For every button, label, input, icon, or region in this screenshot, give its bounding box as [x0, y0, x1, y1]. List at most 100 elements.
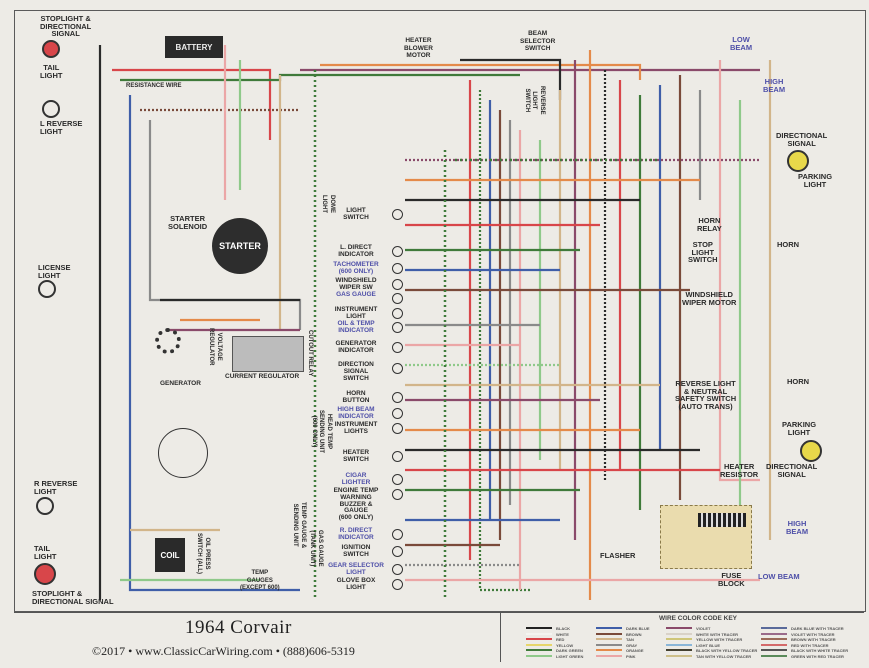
label-voltage-regulator: VOLTAGE REGULATOR — [208, 328, 223, 366]
wire-key-swatch — [596, 627, 622, 629]
label-horn-top: HORN — [777, 240, 800, 249]
dash-item-icon — [392, 322, 403, 333]
distributor-icon — [158, 428, 208, 478]
label-low-beam-bottom: LOW BEAM — [758, 572, 800, 581]
wire-key-swatch — [761, 649, 787, 651]
wire-key-swatch — [666, 654, 692, 657]
label-stoplight-bottom: STOPLIGHT & DIRECTIONAL SIGNAL — [32, 589, 114, 606]
label-directional-bottom: DIRECTIONAL SIGNAL — [766, 462, 818, 479]
wire — [112, 68, 272, 140]
wire-key-label: LIGHT GREEN — [556, 653, 584, 659]
wire-key-swatch — [596, 649, 622, 651]
label-parking-bottom: PARKING LIGHT — [782, 420, 817, 437]
dash-item-icon — [392, 489, 403, 500]
wire — [460, 58, 562, 100]
label-low-beam-top: LOW BEAM — [730, 35, 753, 52]
wire-key-label: WHITE — [556, 631, 569, 637]
wire-key-label: DARK GREEN — [556, 648, 583, 653]
dash-item-label: WINDSHIELD WIPER SW — [335, 277, 377, 291]
wire — [128, 95, 300, 592]
dash-item-icon — [392, 209, 403, 220]
dash-item-label: IGNITION SWITCH — [341, 544, 371, 558]
dash-item-label: TACHOMETER (600 ONLY) — [333, 261, 379, 275]
dash-item-label: HORN BUTTON — [342, 390, 370, 404]
wire — [320, 63, 642, 80]
wire-key-label: ORANGE — [626, 648, 644, 653]
label-l-reverse: L REVERSE LIGHT — [40, 119, 83, 136]
label-temp-gauges: TEMP GAUGES (EXCEPT 600) — [240, 570, 280, 591]
wire-key-label: DARK BLUE WITH TRACER — [791, 626, 844, 631]
wire-key-label: BLACK — [556, 626, 570, 631]
dash-item-icon — [392, 363, 403, 374]
parking-light-icon — [787, 150, 809, 172]
label-heater-resistor: HEATER RESISTOR — [720, 462, 759, 479]
dash-item-icon — [392, 423, 403, 434]
battery: BATTERY — [165, 36, 223, 58]
wire-key-swatch — [666, 649, 692, 651]
wire-key-swatch — [596, 643, 622, 646]
wire-key-swatch — [526, 638, 552, 640]
wire-key-swatch — [761, 638, 787, 640]
wire-key-swatch — [596, 638, 622, 640]
dash-item-label: L. DIRECT INDICATOR — [338, 244, 374, 258]
wire-key-label: DARK BLUE — [626, 626, 650, 631]
wire-key-label: YELLOW — [556, 642, 574, 648]
wire-key-swatch — [761, 643, 787, 646]
label-temp-gauge-sending: TEMP GAUGE & SENDING UNIT — [292, 502, 307, 549]
wire-key-label: TAN WITH YELLOW TRACER — [696, 653, 752, 659]
dash-item-label: LIGHT SWITCH — [343, 207, 369, 221]
label-reverse-switch: REVERSE LIGHT SWITCH — [524, 86, 545, 115]
label-flasher: FLASHER — [600, 551, 636, 560]
label-cutout-relay: CUTOUT RELAY — [307, 330, 313, 377]
footer — [14, 612, 864, 665]
label-directional-top: DIRECTIONAL SIGNAL — [776, 131, 828, 148]
label-wiper-motor: WINDSHIELD WIPER MOTOR — [682, 290, 737, 307]
wire-key-swatch — [596, 632, 622, 635]
generator-icon — [155, 328, 181, 354]
wire-key-swatch — [666, 632, 692, 635]
wire-key-swatch — [596, 654, 622, 657]
wire-key-label: BLACK WITH WHITE TRACER — [791, 648, 849, 653]
wire-key-label: PINK — [626, 653, 636, 659]
label-generator: GENERATOR — [160, 380, 201, 387]
dash-item-label: HEATER SWITCH — [342, 449, 370, 463]
wire-key-label: BROWN WITH TRACER — [791, 637, 836, 642]
wire-key-label: BROWN — [626, 631, 642, 637]
dash-item-icon — [392, 293, 403, 304]
wire-key-label: GRAY — [626, 642, 638, 648]
dash-item-icon — [392, 408, 403, 419]
dash-item-label: INSTRUMENT LIGHT — [334, 306, 378, 320]
ignition-coil: COIL — [155, 538, 185, 572]
wire — [120, 73, 520, 82]
label-heater-blower: HEATER BLOWER MOTOR — [404, 37, 433, 59]
wire-key-label: VIOLET WITH TRACER — [791, 631, 835, 637]
wire-harness-dotted — [313, 70, 660, 600]
wire-key-label: RED WITH TRACER — [791, 642, 829, 648]
label-tail-light-bottom: TAIL LIGHT — [34, 544, 57, 561]
dash-item-icon — [392, 564, 403, 575]
dash-item-icon — [392, 451, 403, 462]
dash-item-label: GENERATOR INDICATOR — [335, 340, 377, 354]
copyright-line: ©2017 • www.ClassicCarWiring.com • (888)… — [92, 644, 355, 658]
label-high-beam-top: HIGH BEAM — [763, 77, 786, 94]
wire-key-swatch — [761, 654, 787, 657]
label-resistance-wire: RESISTANCE WIRE — [126, 83, 182, 89]
tail-light-icon — [34, 563, 56, 585]
reverse-light-icon — [36, 497, 54, 515]
label-horn-relay: HORN RELAY — [697, 216, 722, 233]
dash-item-icon — [392, 263, 403, 274]
wire-key-swatch — [666, 638, 692, 640]
dash-item-label: OIL & TEMP INDICATOR — [337, 320, 375, 334]
dash-item-label: HIGH BEAM INDICATOR — [337, 406, 375, 420]
wire-key-swatch — [526, 649, 552, 651]
wire — [478, 90, 530, 592]
label-current-regulator: CURRENT REGULATOR — [225, 373, 300, 380]
dash-item-icon — [392, 246, 403, 257]
wire-key-swatch — [526, 627, 552, 629]
reverse-light-icon — [42, 100, 60, 118]
dash-item-label: INSTRUMENT LIGHTS — [334, 421, 378, 435]
dash-item-label: CIGAR LIGHTER — [341, 472, 371, 486]
fuse-strip — [698, 513, 746, 527]
wire-key-label: TAN — [626, 637, 634, 642]
